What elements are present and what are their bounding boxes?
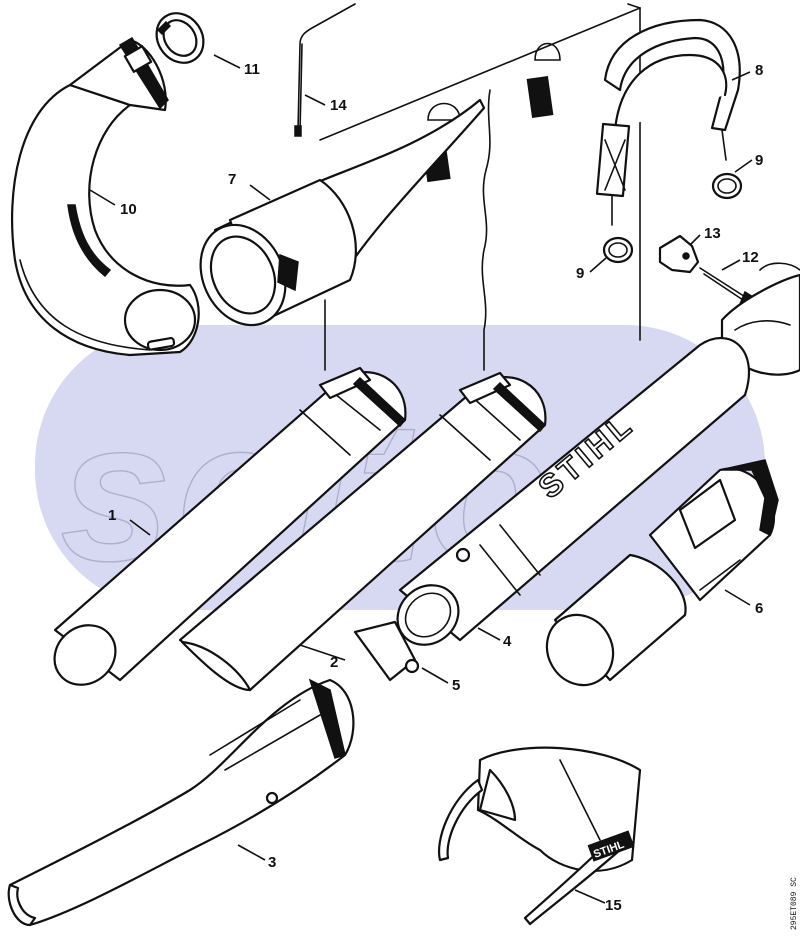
part-15-safety-glasses: STIHL	[437, 746, 642, 926]
part-2-blower-tube-flat	[178, 371, 547, 692]
callout-11: 11	[244, 61, 260, 78]
callout-4: 4	[503, 633, 512, 650]
callout-6: 6	[755, 600, 763, 617]
reference-code: 295ET089 SC	[790, 877, 799, 930]
callout-9-upper: 9	[755, 152, 763, 169]
part-9-rings	[602, 172, 743, 264]
leader-lines	[89, 54, 753, 904]
callout-1: 1	[108, 507, 116, 524]
part-11-clamp-ring	[155, 12, 205, 64]
part-8-shoulder-strap	[595, 18, 741, 226]
strap-d-rings	[421, 42, 561, 183]
part-14-rod	[294, 3, 356, 137]
part-5-nozzle-insert	[353, 620, 420, 682]
callout-12: 12	[742, 249, 759, 266]
callout-10: 10	[120, 201, 137, 218]
callout-labels: 1 2 3 4 5 6 7 8 9 9 10 11 12 13 14 15	[108, 61, 763, 914]
callout-15: 15	[605, 897, 622, 914]
callout-3: 3	[268, 854, 276, 871]
callout-5: 5	[452, 677, 460, 694]
part-13-wing-nut	[658, 234, 700, 274]
callout-7: 7	[228, 171, 236, 188]
carry-strap-line	[319, 3, 641, 371]
part-10-elbow-pipe	[10, 36, 200, 357]
callout-13: 13	[704, 225, 721, 242]
part-7-hose-adapter	[199, 98, 486, 371]
part-6-flex-section	[545, 459, 779, 687]
part-1-blower-tube	[53, 366, 407, 686]
callout-9-lower: 9	[576, 265, 584, 282]
callout-8: 8	[755, 62, 763, 79]
part-3-curved-nozzle	[7, 678, 355, 927]
callout-14: 14	[330, 97, 347, 114]
callout-2: 2	[330, 654, 338, 671]
